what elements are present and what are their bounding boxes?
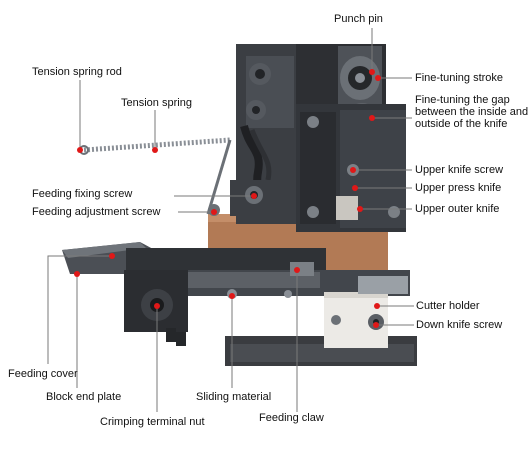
label-feeding-claw: Feeding claw — [259, 412, 324, 424]
label-feeding-adjustment-screw: Feeding adjustment screw — [32, 206, 161, 218]
label-tension-spring: Tension spring — [121, 97, 192, 109]
callout-markers — [74, 69, 381, 328]
leader-lines — [47, 28, 414, 412]
label-upper-press-knife: Upper press knife — [415, 182, 502, 194]
label-fine-tuning-gap: Fine-tuning the gap between the inside a… — [415, 94, 528, 130]
label-tension-spring-rod: Tension spring rod — [32, 66, 122, 78]
label-upper-knife-screw: Upper knife screw — [415, 164, 504, 176]
label-down-knife-screw: Down knife screw — [416, 319, 503, 331]
label-feeding-fixing-screw: Feeding fixing screw — [32, 188, 133, 200]
label-sliding-material: Sliding material — [196, 391, 272, 403]
feeding-rail — [126, 248, 326, 270]
label-feeding-cover: Feeding cover — [8, 368, 78, 380]
label-upper-outer-knife: Upper outer knife — [415, 203, 500, 215]
label-crimping-terminal-nut: Crimping terminal nut — [100, 416, 205, 428]
tension-spring-shape — [83, 137, 231, 153]
label-cutter-holder: Cutter holder — [416, 300, 480, 312]
label-punch-pin: Punch pin — [334, 13, 383, 25]
label-fine-tuning-stroke: Fine-tuning stroke — [415, 72, 504, 84]
label-block-end-plate: Block end plate — [46, 391, 122, 403]
